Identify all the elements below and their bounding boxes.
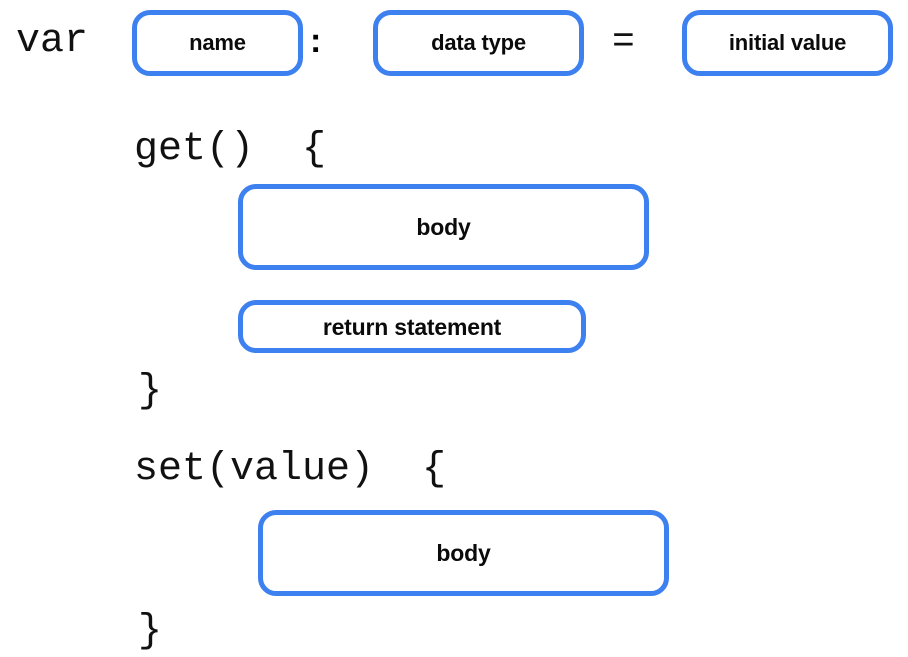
keyword-set-close: } [138,609,163,654]
slot-get-body[interactable]: body [238,184,649,270]
slot-initial-value[interactable]: initial value [682,10,893,76]
slot-initial-value-label: initial value [728,30,847,55]
keyword-set-open: set(value) { [134,447,447,492]
keyword-var: var [16,19,89,64]
operator-equals: = [612,21,635,64]
slot-data-type[interactable]: data type [373,10,584,76]
slot-return-statement-label: return statement [322,313,502,340]
slot-name[interactable]: name [132,10,303,76]
slot-name-label: name [189,30,246,55]
slot-get-body-label: body [416,214,471,240]
keyword-get-close: } [138,369,163,414]
slot-return-statement[interactable]: return statement [238,300,586,353]
keyword-get-open: get() { [134,127,327,172]
operator-colon: : [310,22,322,60]
slot-data-type-label: data type [431,30,526,55]
slot-set-body[interactable]: body [258,510,669,596]
slot-set-body-label: body [436,540,491,566]
